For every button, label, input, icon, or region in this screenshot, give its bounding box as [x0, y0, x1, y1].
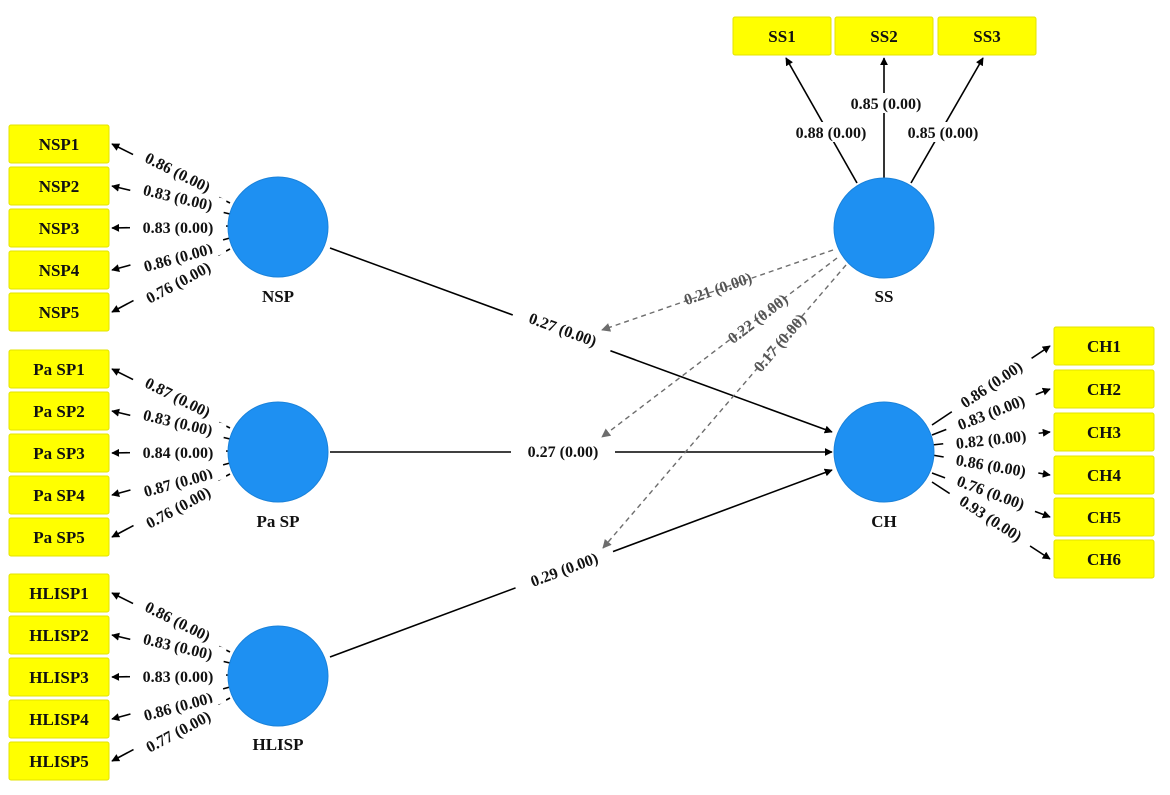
moderation-ss-nsp-ch — [601, 249, 834, 332]
moderation-ss-hlisp-ch — [602, 264, 847, 549]
indicator-pasp3: Pa SP3 — [8, 433, 110, 473]
latent-nsp: NSP — [227, 176, 329, 306]
svg-text:CH3: CH3 — [1087, 423, 1121, 442]
indicator-ch2: CH2 — [1053, 369, 1155, 409]
indicator-hlisp1: HLISP1 — [8, 573, 110, 613]
path-label-nsp-ch: 0.27 (0.00) — [510, 299, 616, 359]
indicator-pasp1: Pa SP1 — [8, 349, 110, 389]
svg-text:NSP1: NSP1 — [39, 135, 80, 154]
indicator-nsp3: NSP3 — [8, 208, 110, 248]
svg-text:SS2: SS2 — [870, 27, 897, 46]
path-label-hlisp-ch: 0.29 (0.00) — [511, 539, 617, 599]
latent-ch: CH — [833, 401, 935, 531]
indicator-pasp2: Pa SP2 — [8, 391, 110, 431]
loading-arrow-ss1 — [785, 57, 858, 184]
ch-indicators: CH1 CH2 CH3 CH4 CH5 CH6 — [1053, 326, 1155, 579]
loading-label-hlisp3: 0.83 (0.00) — [143, 669, 214, 686]
loading-label-pasp3: 0.84 (0.00) — [143, 445, 214, 462]
moderation-ss-pasp-ch — [601, 257, 838, 438]
svg-text:Pa SP2: Pa SP2 — [33, 402, 84, 421]
svg-text:SS3: SS3 — [973, 27, 1000, 46]
loading-label-nsp3: 0.83 (0.00) — [143, 220, 214, 237]
indicator-hlisp3: HLISP3 — [8, 657, 110, 697]
ss-loadings: 0.85 (0.00) 0.88 (0.00) 0.85 (0.00) — [783, 57, 991, 184]
svg-text:HLISP2: HLISP2 — [29, 626, 89, 645]
svg-text:CH5: CH5 — [1087, 508, 1121, 527]
loading-label-ss1: 0.88 (0.00) — [796, 125, 867, 142]
svg-text:NSP5: NSP5 — [39, 303, 80, 322]
indicator-nsp1: NSP1 — [8, 124, 110, 164]
indicator-ch4: CH4 — [1053, 455, 1155, 495]
indicator-hlisp2: HLISP2 — [8, 615, 110, 655]
svg-text:0.27 (0.00): 0.27 (0.00) — [528, 444, 599, 461]
svg-text:SS1: SS1 — [768, 27, 795, 46]
svg-text:Pa SP5: Pa SP5 — [33, 528, 84, 547]
svg-text:HLISP4: HLISP4 — [29, 710, 89, 729]
svg-text:CH1: CH1 — [1087, 337, 1121, 356]
latent-ss: SS — [833, 177, 935, 306]
ss-indicators: SS1 SS2 SS3 — [732, 16, 1037, 56]
loading-label-ss3: 0.85 (0.00) — [908, 125, 979, 142]
loading-label-ss2: 0.85 (0.00) — [851, 96, 922, 113]
nsp-indicators: NSP1 NSP2 NSP3 NSP4 NSP5 — [8, 124, 110, 332]
svg-text:NSP2: NSP2 — [39, 177, 80, 196]
ch-loadings: 0.86 (0.00) 0.83 (0.00) 0.82 (0.00) 0.86… — [931, 345, 1051, 560]
pasp-loadings: 0.87 (0.00) 0.83 (0.00) 0.84 (0.00) 0.87… — [111, 367, 231, 538]
pasp-indicators: Pa SP1 Pa SP2 Pa SP3 Pa SP4 Pa SP5 — [8, 349, 110, 557]
indicator-ch5: CH5 — [1053, 497, 1155, 537]
indicator-ch1: CH1 — [1053, 326, 1155, 366]
svg-text:NSP3: NSP3 — [39, 219, 80, 238]
indicator-nsp2: NSP2 — [8, 166, 110, 206]
svg-text:HLISP5: HLISP5 — [29, 752, 89, 771]
indicator-ss3: SS3 — [937, 16, 1037, 56]
latent-label-nsp: NSP — [262, 287, 294, 306]
svg-text:CH6: CH6 — [1087, 550, 1121, 569]
moderation-label-ss-nsp-ch: 0.21 (0.00) — [682, 270, 754, 309]
svg-text:CH2: CH2 — [1087, 380, 1121, 399]
indicator-ss1: SS1 — [732, 16, 832, 56]
indicator-hlisp4: HLISP4 — [8, 699, 110, 739]
indicator-hlisp5: HLISP5 — [8, 741, 110, 781]
svg-text:Pa SP4: Pa SP4 — [33, 486, 85, 505]
nsp-loadings: 0.86 (0.00) 0.83 (0.00) 0.83 (0.00) 0.86… — [111, 142, 231, 313]
path-label-pasp-ch: 0.27 (0.00) — [511, 440, 615, 464]
indicator-pasp4: Pa SP4 — [8, 475, 110, 515]
hlisp-loadings: 0.86 (0.00) 0.83 (0.00) 0.83 (0.00) 0.86… — [111, 591, 231, 762]
indicator-ch6: CH6 — [1053, 539, 1155, 579]
svg-text:Pa SP3: Pa SP3 — [33, 444, 84, 463]
indicator-ch3: CH3 — [1053, 412, 1155, 452]
svg-text:HLISP1: HLISP1 — [29, 584, 89, 603]
hlisp-indicators: HLISP1 HLISP2 HLISP3 HLISP4 HLISP5 — [8, 573, 110, 781]
svg-text:Pa SP1: Pa SP1 — [33, 360, 84, 379]
latent-hlisp: HLISP — [227, 625, 329, 754]
latent-label-hlisp: HLISP — [252, 735, 303, 754]
indicator-nsp5: NSP5 — [8, 292, 110, 332]
svg-text:HLISP3: HLISP3 — [29, 668, 89, 687]
latent-label-pasp: Pa SP — [257, 512, 300, 531]
svg-text:NSP4: NSP4 — [39, 261, 80, 280]
latent-pasp: Pa SP — [227, 401, 329, 531]
indicator-ss2: SS2 — [834, 16, 934, 56]
latent-label-ss: SS — [875, 287, 894, 306]
indicator-nsp4: NSP4 — [8, 250, 110, 290]
indicator-pasp5: Pa SP5 — [8, 517, 110, 557]
loading-arrow-ss3 — [910, 57, 984, 184]
svg-text:CH4: CH4 — [1087, 466, 1122, 485]
latent-label-ch: CH — [871, 512, 897, 531]
